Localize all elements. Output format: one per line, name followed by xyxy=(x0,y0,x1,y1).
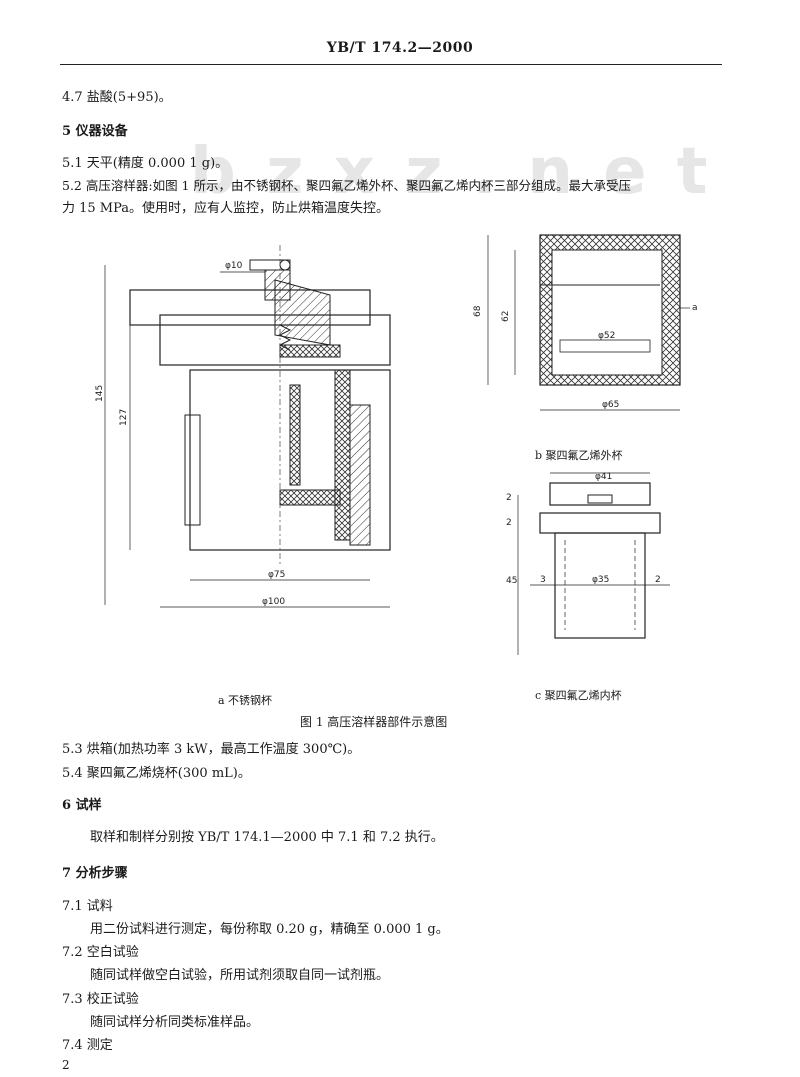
clause-5-3: 5.3 烘箱(加热功率 3 kW，最高工作温度 300℃)。 xyxy=(62,742,361,757)
clause-5-2-line1: 5.2 高压溶样器:如图 1 所示，由不锈钢杯、聚四氟乙烯外杯、聚四氟乙烯内杯三… xyxy=(62,178,631,193)
dim-phi65: φ65 xyxy=(602,400,619,410)
dim-2-mid: 2 xyxy=(506,518,512,528)
dim-68: 68 xyxy=(473,305,483,317)
clause-7-4-heading: 7.4 测定 xyxy=(62,1038,113,1053)
dim-phi35: φ35 xyxy=(592,575,609,585)
figure-a-caption: a 不锈钢杯 xyxy=(218,694,273,707)
clause-7-3-text: 随同试样分析同类标准样品。 xyxy=(90,1015,260,1030)
watermark: b z x z . n e t xyxy=(190,135,712,209)
figure-a-stainless-cup: φ10 145 127 φ75 φ100 xyxy=(95,245,391,608)
figure-b-caption: b 聚四氟乙烯外杯 xyxy=(535,449,623,462)
clause-7-2-heading: 7.2 空白试验 xyxy=(62,945,139,960)
dim-a: a xyxy=(692,303,698,313)
section-6-heading: 6 试样 xyxy=(62,798,102,813)
clause-4-7: 4.7 盐酸(5+95)。 xyxy=(62,90,172,105)
dim-phi10: φ10 xyxy=(225,261,243,271)
clause-5-1: 5.1 天平(精度 0.000 1 g)。 xyxy=(62,156,229,171)
dim-2-right: 2 xyxy=(655,575,661,585)
dim-phi41: φ41 xyxy=(595,472,612,482)
dim-45: 45 xyxy=(506,576,517,586)
section-5-heading: 5 仪器设备 xyxy=(62,124,128,139)
clause-7-1-text: 用二份试料进行测定，每份称取 0.20 g，精确至 0.000 1 g。 xyxy=(90,922,449,937)
clause-7-1-heading: 7.1 试料 xyxy=(62,899,113,914)
dim-3: 3 xyxy=(540,575,546,585)
section-7-heading: 7 分析步骤 xyxy=(62,866,128,881)
dim-phi52: φ52 xyxy=(598,331,615,341)
clause-7-3-heading: 7.3 校正试验 xyxy=(62,992,139,1007)
header-rule xyxy=(60,64,722,65)
clause-7-2-text: 随同试样做空白试验，所用试剂须取自同一试剂瓶。 xyxy=(90,968,390,983)
clause-5-4: 5.4 聚四氟乙烯烧杯(300 mL)。 xyxy=(62,766,251,781)
dim-145: 145 xyxy=(95,385,105,402)
figure-c-ptfe-inner-cup: φ41 2 2 45 3 φ35 2 xyxy=(506,472,670,655)
dim-127: 127 xyxy=(119,409,129,426)
page-header: YB/T 174.2—2000 xyxy=(326,40,474,56)
dim-2-top: 2 xyxy=(506,493,512,503)
page-number: 2 xyxy=(62,1058,70,1072)
figure-title: 图 1 高压溶样器部件示意图 xyxy=(300,715,448,729)
clause-5-2-line2: 力 15 MPa。使用时，应有人监控，防止烘箱温度失控。 xyxy=(62,201,390,216)
dim-phi100: φ100 xyxy=(262,597,285,607)
section-6-text: 取样和制样分别按 YB/T 174.1—2000 中 7.1 和 7.2 执行。 xyxy=(90,830,444,845)
dim-phi75: φ75 xyxy=(268,570,285,580)
figure-c-caption: c 聚四氟乙烯内杯 xyxy=(535,689,622,702)
figure-b-ptfe-outer-cup: 68 62 φ52 φ65 a xyxy=(473,234,698,411)
dim-62: 62 xyxy=(501,311,511,322)
